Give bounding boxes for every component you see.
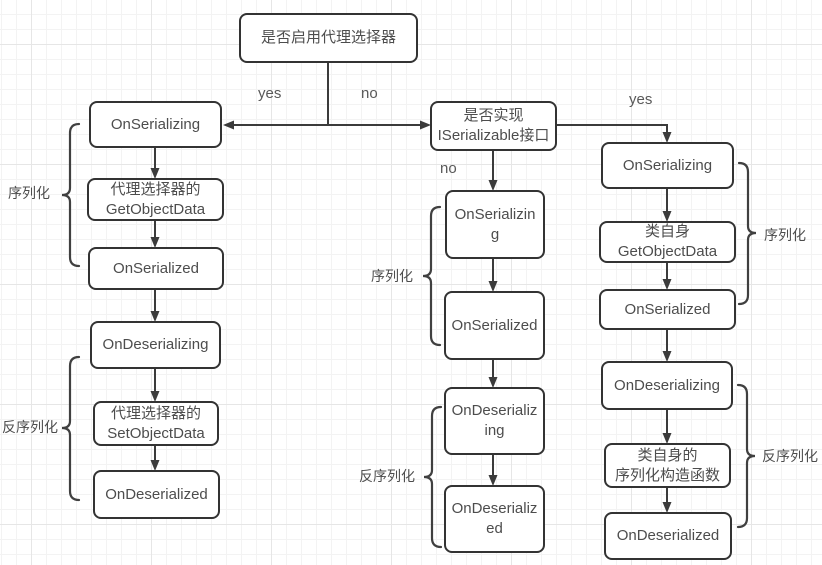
node-left-ondeserialized: OnDeserialized	[93, 470, 220, 519]
brace-middle-deserialize	[423, 405, 443, 549]
brace-left-serialize	[61, 122, 81, 268]
group-label-right-deserialize: 反序列化	[762, 448, 818, 464]
node-right-onserialized: OnSerialized	[599, 289, 736, 330]
brace-middle-serialize	[422, 205, 442, 347]
group-label-middle-serialize: 序列化	[371, 268, 413, 284]
node-right-serialization-constructor: 类自身的 序列化构造函数	[604, 443, 731, 488]
edge-label-root-yes: yes	[258, 85, 282, 102]
brace-left-deserialize	[61, 355, 81, 502]
node-middle-ondeserializing: OnDeserializing	[444, 387, 545, 455]
node-middle-ondeserialized: OnDeserialized	[444, 485, 545, 553]
node-left-ondeserializing: OnDeserializing	[90, 321, 221, 369]
edge-label-root-no: no	[361, 85, 378, 102]
edge-label-decision-no: no	[440, 160, 457, 177]
node-iserializable-decision: 是否实现 ISerializable接口	[430, 101, 557, 151]
node-left-getobjectdata: 代理选择器的 GetObjectData	[87, 178, 224, 221]
group-label-left-deserialize: 反序列化	[2, 419, 58, 435]
node-left-setobjectdata: 代理选择器的 SetObjectData	[93, 401, 219, 446]
node-right-ondeserializing: OnDeserializing	[601, 361, 733, 410]
group-label-right-serialize: 序列化	[764, 227, 806, 243]
node-left-onserialized: OnSerialized	[88, 247, 224, 290]
node-right-onserializing: OnSerializing	[601, 142, 734, 189]
node-left-onserializing: OnSerializing	[89, 101, 222, 148]
node-root-decision: 是否启用代理选择器	[239, 13, 418, 63]
edge-label-decision-yes: yes	[629, 91, 653, 108]
node-right-getobjectdata: 类自身 GetObjectData	[599, 221, 736, 263]
node-middle-onserialized: OnSerialized	[444, 291, 545, 360]
node-right-ondeserialized: OnDeserialized	[604, 512, 732, 560]
node-middle-onserializing: OnSerializing	[445, 190, 545, 259]
group-label-middle-deserialize: 反序列化	[359, 468, 415, 484]
brace-right-serialize	[737, 161, 757, 306]
edge-decision-yes	[557, 124, 672, 143]
group-label-left-serialize: 序列化	[8, 185, 50, 201]
brace-right-deserialize	[736, 383, 756, 529]
